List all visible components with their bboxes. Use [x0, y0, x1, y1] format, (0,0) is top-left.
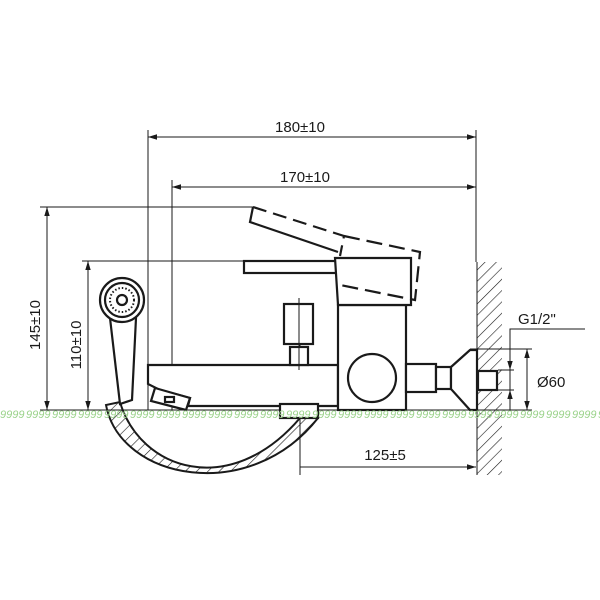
- watermark-text: 9999: [520, 409, 544, 421]
- watermark-text: 9999: [234, 409, 258, 421]
- watermark-text: 9999: [52, 409, 76, 421]
- dim-overall-height: 145±10: [27, 300, 44, 350]
- dim-flange-diameter: Ø60: [537, 374, 565, 391]
- dim-spout-length: 170±10: [280, 169, 330, 186]
- dim-thread: G1/2": [518, 311, 556, 328]
- watermark-text: 9999: [260, 409, 284, 421]
- diverter-knob: [282, 298, 315, 370]
- dim-wall-to-outlet: 125±5: [364, 447, 406, 464]
- watermark-text: 9999: [130, 409, 154, 421]
- wall: [476, 262, 502, 475]
- watermark-text: 9999: [104, 409, 128, 421]
- watermark-text: 9999: [26, 409, 50, 421]
- watermark-text: 9999: [442, 409, 466, 421]
- watermark-text: 9999: [78, 409, 102, 421]
- lever-handle: [242, 205, 422, 307]
- watermark-text: 9999: [0, 409, 24, 421]
- dim-lever-height: 110±10: [68, 321, 85, 370]
- watermark-text: 9999: [468, 409, 492, 421]
- watermark-text: 9999: [338, 409, 362, 421]
- hand-shower: [98, 276, 146, 406]
- dimension-lines: [44, 134, 585, 470]
- watermark-text: 9999: [312, 409, 336, 421]
- dim-overall-length: 180±10: [275, 119, 325, 136]
- watermark-text: 9999: [286, 409, 310, 421]
- watermark-text: 9999: [572, 409, 596, 421]
- watermark-text: 9999: [208, 409, 232, 421]
- watermark-text: 9999: [182, 409, 206, 421]
- watermark-text: 9999: [598, 409, 600, 421]
- watermark-text: 9999: [494, 409, 518, 421]
- spout: [146, 363, 340, 412]
- watermark-text: 9999: [156, 409, 180, 421]
- watermark-text: 9999: [546, 409, 570, 421]
- diverter-outlet: [278, 402, 320, 420]
- wall-connector: [404, 348, 499, 412]
- watermark-text: 9999: [364, 409, 388, 421]
- watermark-text: 9999: [390, 409, 414, 421]
- mixer-body: [336, 303, 408, 412]
- watermark-text: 9999: [416, 409, 440, 421]
